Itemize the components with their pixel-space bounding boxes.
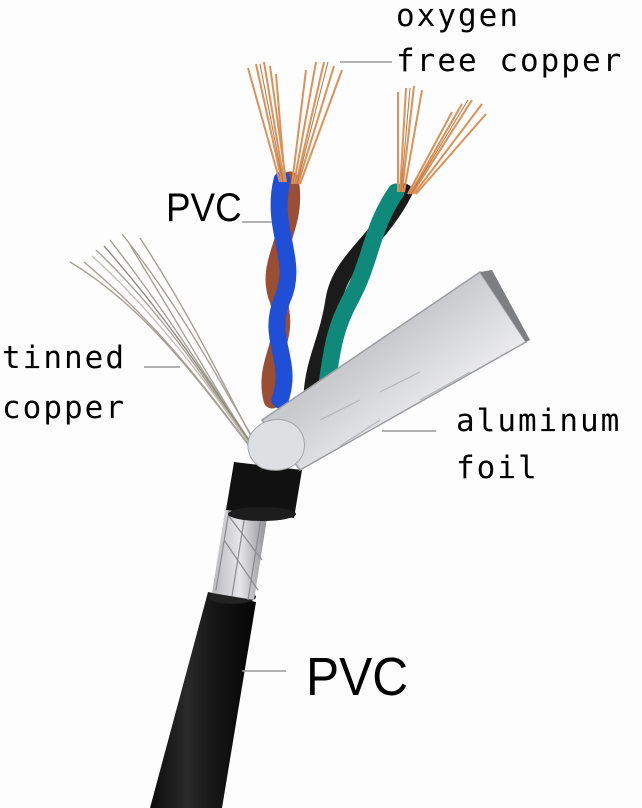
label-aluminum-foil-line2: foil xyxy=(456,450,539,486)
label-wire-insulation-pvc: PVC xyxy=(166,186,242,230)
label-oxygen-free-copper-line2: free copper xyxy=(396,43,624,79)
label-tinned-copper-line2: copper xyxy=(2,390,126,426)
wire-pair-blue-brown xyxy=(261,171,301,409)
copper-strands xyxy=(247,61,487,195)
inner-jacket xyxy=(226,462,302,521)
aluminum-foil-shield xyxy=(247,270,530,471)
label-aluminum-foil-line1: aluminum xyxy=(456,403,622,439)
wire-pair-black-green xyxy=(303,183,413,404)
label-oxygen-free-copper-line1: oxygen xyxy=(396,0,520,34)
outer-jacket xyxy=(150,590,256,808)
label-outer-jacket-pvc: PVC xyxy=(306,647,409,707)
copper-strand-shading xyxy=(259,61,469,195)
tinned-drain-wire xyxy=(69,233,267,461)
leader-lines xyxy=(144,61,436,672)
braided-shield xyxy=(212,504,268,601)
label-tinned-copper-line1: tinned xyxy=(2,340,126,376)
